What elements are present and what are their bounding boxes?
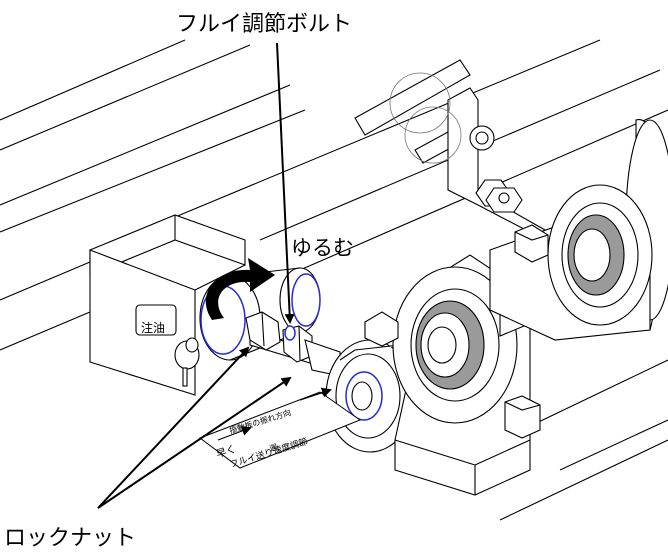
oil-label-box [135, 304, 177, 336]
pillow-block-right [489, 184, 653, 341]
oil-label: 注油 [141, 321, 166, 335]
rotation-arrow-icon [205, 258, 275, 320]
speed-plate [198, 387, 362, 469]
adjusting-bolt [245, 311, 341, 377]
grease-nipple [174, 337, 200, 387]
lock-nut-label: ロックナット [4, 526, 137, 551]
loosen-direction-label: ゆるむ [291, 236, 354, 260]
leader-arrow-icon [97, 42, 295, 509]
left-bracket [89, 214, 246, 396]
adjusting-bolt-label: フルイ調節ボルト [176, 12, 353, 37]
upper-bracket [354, 59, 546, 241]
pillow-block-center [364, 254, 541, 496]
